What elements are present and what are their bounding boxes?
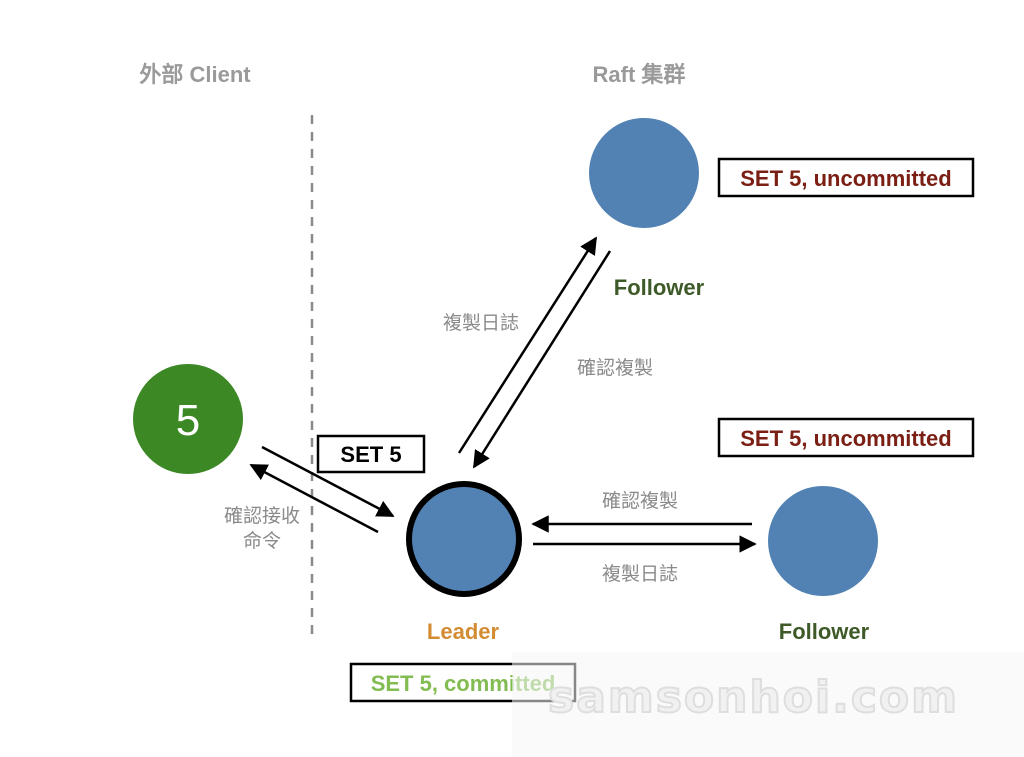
watermark-background (512, 652, 1024, 757)
leader-label: Leader (427, 619, 500, 644)
client-section-title: 外部 Client (139, 62, 251, 87)
follower-top-log-box (717, 157, 975, 198)
follower-right-label: Follower (779, 619, 870, 644)
follower-top-log-entry: SET 5, uncommitted (740, 166, 951, 191)
follower-top-to-leader-arrow (472, 250, 612, 469)
follower-right-log-box (717, 417, 975, 458)
client-command-text: SET 5 (340, 442, 401, 467)
follower-right-log-entry: SET 5, uncommitted (740, 426, 951, 451)
client-to-leader-arrow (261, 445, 395, 518)
cluster-section-title: Raft 集群 (593, 62, 686, 87)
client-ack-label-line1: 確認接收 (224, 505, 300, 527)
confirm-replication-top-label: 確認複製 (577, 357, 653, 379)
leader-to-client-arrow (249, 463, 379, 534)
client-node-value: 5 (176, 396, 200, 445)
follower-top-node (589, 118, 699, 228)
watermark: samsonhoi.com (547, 671, 959, 724)
leader-node (406, 481, 522, 597)
follower-right-node (768, 486, 878, 596)
client-command-box (316, 434, 426, 474)
replicate-log-right-label: 複製日誌 (602, 563, 678, 585)
leader-to-follower-top-arrow (457, 236, 598, 454)
replicate-log-top-label: 複製日誌 (443, 312, 519, 334)
client-ack-label-line2: 命令 (243, 530, 281, 552)
confirm-replication-right-label: 確認複製 (602, 490, 678, 512)
client-node (133, 364, 243, 474)
follower-top-label: Follower (614, 275, 705, 300)
